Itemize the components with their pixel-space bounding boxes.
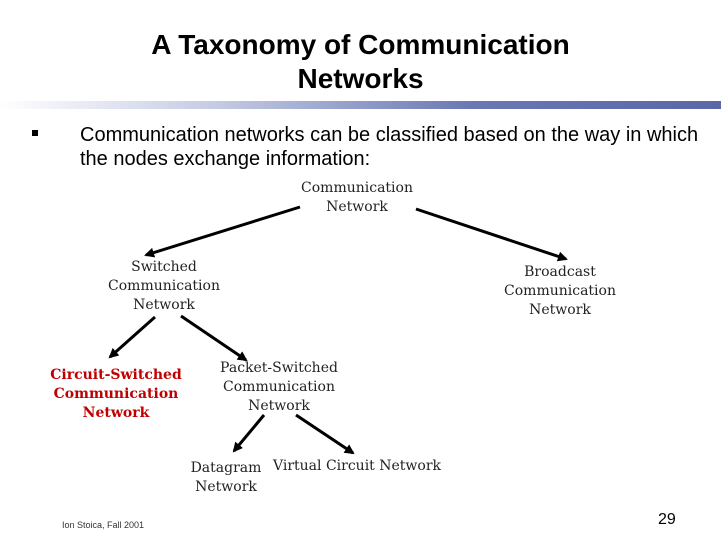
node-virtual-circuit-network: Virtual Circuit Network	[273, 457, 441, 476]
node-line: Communication	[53, 386, 179, 402]
node-line: Packet-Switched	[220, 360, 338, 376]
node-switched-network: Switched Communication Network	[108, 258, 220, 315]
node-line: Switched	[131, 259, 197, 275]
node-packet-switched-network: Packet-Switched Communication Network	[220, 359, 338, 416]
node-line: Datagram	[190, 460, 262, 476]
node-line: Network	[133, 297, 195, 313]
node-line: Network	[82, 405, 150, 421]
arrow-packet-to-virtual	[295, 413, 355, 455]
arrow-packet-to-datagram	[232, 414, 266, 453]
node-line: Network	[195, 479, 257, 495]
node-line: Communication	[223, 379, 335, 395]
node-broadcast-network: Broadcast Communication Network	[504, 263, 616, 320]
node-datagram-network: Datagram Network	[191, 459, 262, 497]
node-circuit-switched-network: Circuit-Switched Communication Network	[50, 366, 181, 423]
footer-author: Ion Stoica, Fall 2001	[62, 520, 145, 530]
arrow-root-to-switched	[144, 205, 301, 258]
node-line: Broadcast	[524, 264, 596, 280]
node-line: Communication	[504, 283, 616, 299]
arrow-switched-to-packet	[180, 314, 248, 362]
node-line: Network	[529, 302, 591, 318]
node-line: Network	[326, 199, 388, 215]
title-line-1: A Taxonomy of Communication	[151, 29, 570, 60]
node-line: Communication	[301, 180, 413, 196]
title-divider	[0, 101, 721, 109]
node-line: Virtual Circuit Network	[273, 458, 441, 474]
slide-title: A Taxonomy of Communication Networks	[0, 28, 721, 96]
arrow-switched-to-circuit	[108, 315, 156, 359]
page-number: 29	[658, 511, 676, 528]
node-line: Communication	[108, 278, 220, 294]
node-line: Network	[248, 398, 310, 414]
node-line: Circuit-Switched	[50, 367, 182, 383]
node-communication-network: Communication Network	[301, 179, 413, 217]
arrow-root-to-broadcast	[415, 207, 568, 262]
bullet-text: Communication networks can be classified…	[80, 124, 699, 170]
bullet-icon	[32, 130, 38, 136]
title-line-2: Networks	[297, 63, 424, 94]
